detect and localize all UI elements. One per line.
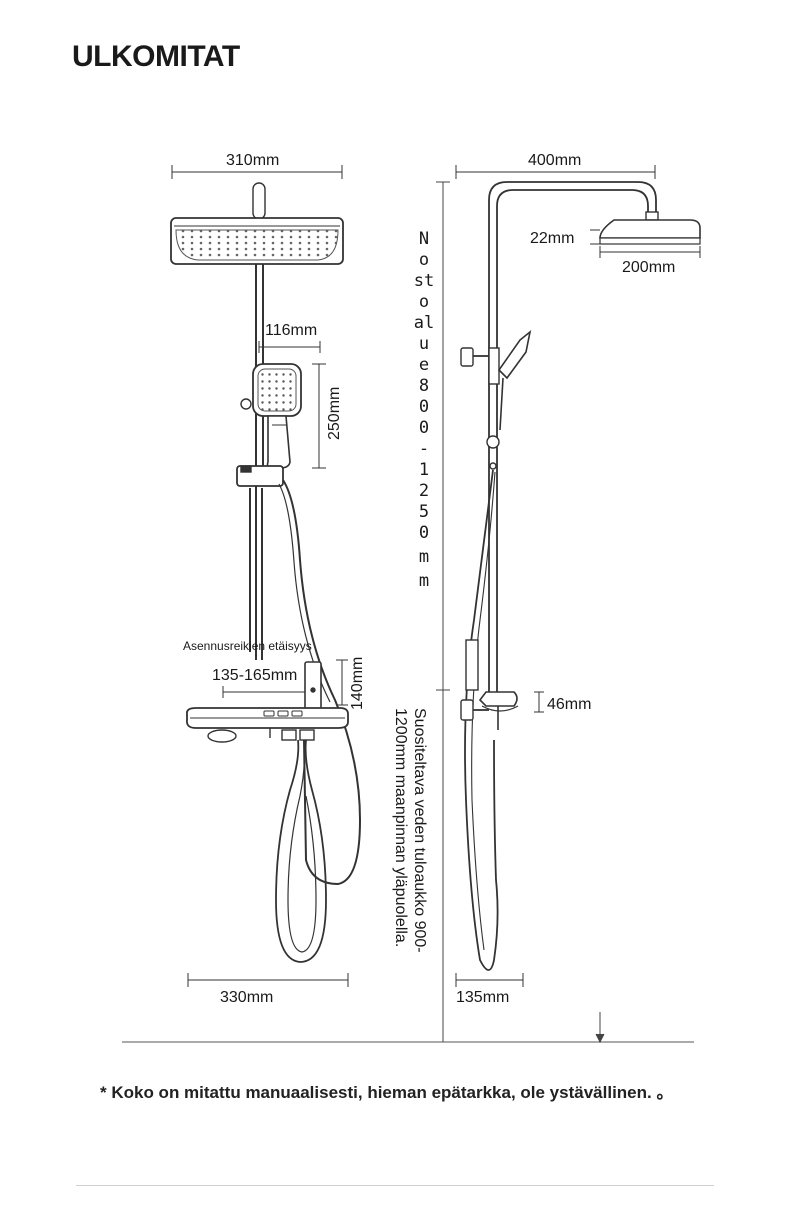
dim-holder-height: 46mm — [547, 696, 591, 713]
height-guides — [122, 181, 694, 1044]
lift-char: - — [419, 439, 429, 459]
lift-char: o — [419, 250, 429, 270]
dim-mount-range: 135-165mm — [212, 667, 297, 684]
inlet-recommendation-line2: 1200mm maanpinnan yläpuolella. — [392, 708, 409, 947]
divider — [76, 1185, 714, 1186]
inlet-recommendation-line1: Suositeltava veden tuloaukko 900- — [411, 708, 428, 953]
lift-char: o — [419, 292, 429, 312]
lift-char: al — [414, 313, 434, 333]
footnote: * Koko on mitattu manuaalisesti, hieman … — [100, 1083, 674, 1102]
lift-range-text: N o st o al u e 8 0 0 - 1 2 5 0 m m — [414, 229, 434, 591]
lift-char: m — [419, 547, 429, 567]
mount-distance-label: Asennusreikien etäisyys — [183, 639, 312, 653]
lift-char: u — [419, 334, 429, 354]
page-title: ULKOMITAT — [72, 40, 240, 73]
lift-char: e — [419, 355, 429, 375]
lift-char: 0 — [419, 418, 429, 438]
rain-head-side — [599, 219, 701, 239]
dim-handle-width: 116mm — [265, 322, 317, 339]
dim-base-width-left: 330mm — [220, 989, 273, 1006]
lift-char: 2 — [419, 481, 429, 501]
dim-head-width: 310mm — [226, 152, 279, 169]
lift-char: N — [419, 229, 429, 249]
lift-char: m — [419, 571, 429, 591]
lift-char: 0 — [419, 523, 429, 543]
lift-char: st — [414, 271, 434, 291]
lift-char: 0 — [419, 397, 429, 417]
lift-char: 1 — [419, 460, 429, 480]
lift-char: 5 — [419, 502, 429, 522]
dim-base-width-right: 135mm — [456, 989, 509, 1006]
lift-char: 8 — [419, 376, 429, 396]
dim-head-diameter: 200mm — [622, 259, 675, 276]
front-view — [170, 165, 362, 987]
dim-head-thickness: 22mm — [530, 230, 574, 247]
dim-handle-height: 250mm — [326, 387, 343, 440]
dim-arm-width: 400mm — [528, 152, 581, 169]
dim-shelf-height: 140mm — [349, 657, 366, 710]
side-view — [455, 165, 701, 987]
